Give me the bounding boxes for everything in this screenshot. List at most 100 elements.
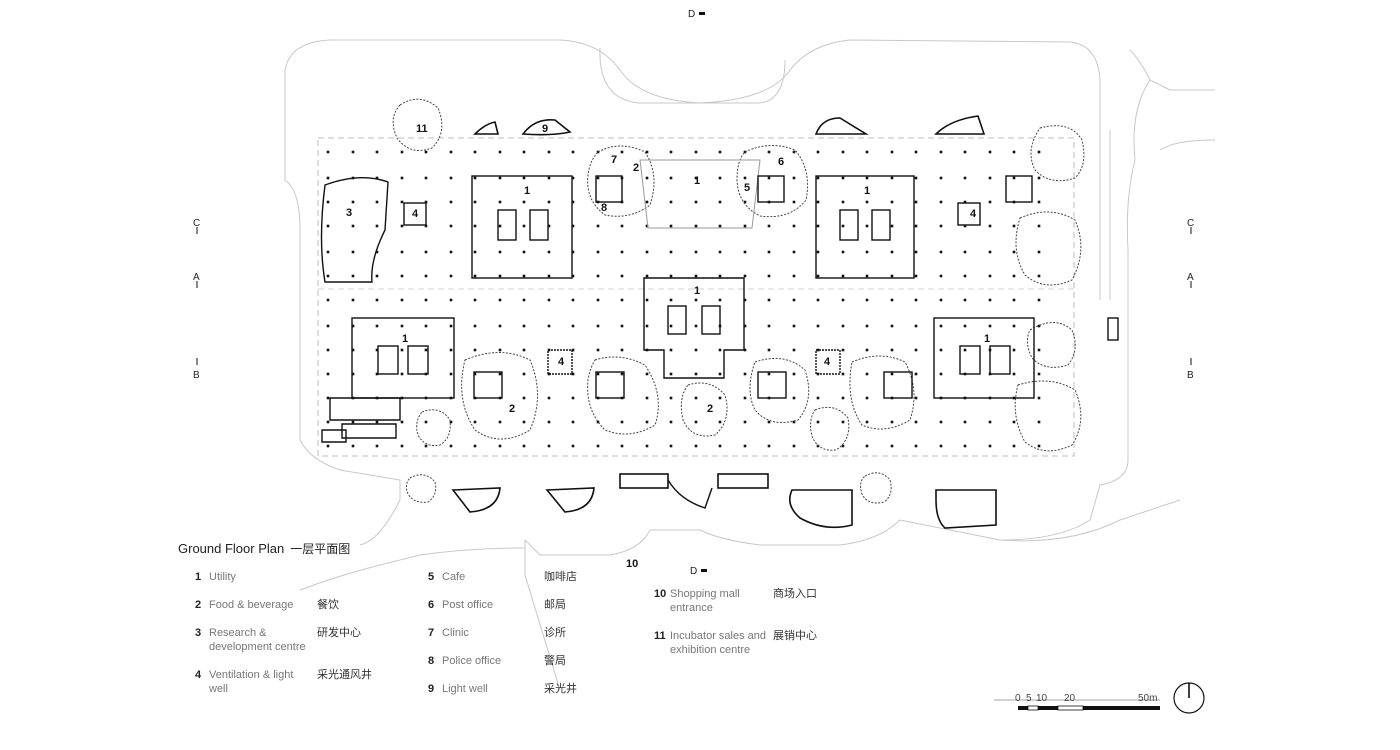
structural-column	[865, 200, 869, 204]
structural-column	[865, 444, 869, 448]
structural-column	[865, 420, 869, 424]
room-label: 1	[694, 285, 700, 297]
structural-column	[718, 298, 722, 302]
structural-column	[718, 176, 722, 180]
structural-column	[841, 176, 845, 180]
room-label: 1	[402, 333, 408, 345]
structural-column	[816, 176, 820, 180]
structural-column	[816, 200, 820, 204]
structural-column	[767, 150, 771, 154]
structural-column	[326, 444, 330, 448]
room-label: 2	[707, 403, 713, 415]
structural-column	[571, 348, 575, 352]
structural-column	[792, 176, 796, 180]
planting-area	[810, 406, 850, 451]
structural-column	[375, 224, 379, 228]
structural-column	[473, 250, 477, 254]
section-mark-d-bottom: D	[690, 566, 697, 577]
structural-column	[767, 274, 771, 278]
structural-column	[620, 324, 624, 328]
structural-column	[645, 298, 649, 302]
planting-area	[736, 145, 809, 218]
structural-column	[963, 200, 967, 204]
legend-label-cn: 展销中心	[773, 629, 817, 642]
structural-column	[865, 274, 869, 278]
structural-column	[522, 444, 526, 448]
structural-column	[865, 250, 869, 254]
structural-column	[645, 250, 649, 254]
structural-column	[473, 274, 477, 278]
room-label: 2	[633, 162, 639, 174]
structural-column	[326, 372, 330, 376]
structural-column	[792, 150, 796, 154]
structural-column	[596, 274, 600, 278]
structural-column	[326, 176, 330, 180]
structural-column	[449, 274, 453, 278]
planting-area	[392, 98, 443, 151]
structural-column	[571, 372, 575, 376]
structural-column	[694, 348, 698, 352]
structural-column	[547, 150, 551, 154]
structural-column	[449, 348, 453, 352]
structural-column	[669, 420, 673, 424]
structural-column	[351, 274, 355, 278]
legend-label-cn: 研发中心	[317, 626, 361, 639]
room-label: 4	[412, 208, 419, 220]
structural-column	[449, 420, 453, 424]
structural-column	[375, 420, 379, 424]
structural-column	[743, 444, 747, 448]
structural-column	[841, 298, 845, 302]
core	[497, 209, 517, 241]
section-arrow	[701, 569, 707, 572]
structural-column	[1037, 250, 1041, 254]
structural-column	[498, 444, 502, 448]
core	[473, 371, 503, 399]
structural-column	[522, 224, 526, 228]
scale-label: 5	[1026, 693, 1032, 704]
structural-column	[375, 200, 379, 204]
structural-column	[816, 224, 820, 228]
room-label: 1	[864, 185, 870, 197]
structural-column	[963, 444, 967, 448]
structural-column	[351, 420, 355, 424]
structural-column	[792, 372, 796, 376]
legend-label: Post office	[442, 599, 494, 611]
structural-column	[473, 176, 477, 180]
structural-column	[816, 298, 820, 302]
planting-area	[680, 382, 728, 437]
structural-column	[645, 200, 649, 204]
structural-column	[841, 348, 845, 352]
structural-column	[571, 324, 575, 328]
structural-column	[351, 150, 355, 154]
structural-columns	[326, 150, 1041, 448]
light-well	[451, 487, 501, 513]
structural-column	[718, 224, 722, 228]
structural-column	[865, 176, 869, 180]
structural-column	[1037, 396, 1041, 400]
structural-column	[988, 200, 992, 204]
structural-column	[522, 200, 526, 204]
structural-column	[424, 444, 428, 448]
structural-column	[522, 372, 526, 376]
structural-column	[1012, 444, 1016, 448]
structural-column	[743, 372, 747, 376]
structural-column	[1037, 200, 1041, 204]
structural-column	[1012, 150, 1016, 154]
legend-label: Food & beverage	[209, 599, 294, 611]
block-outline	[815, 175, 915, 279]
structural-column	[841, 396, 845, 400]
structural-column	[596, 372, 600, 376]
structural-column	[424, 176, 428, 180]
stair	[1107, 317, 1119, 341]
structural-column	[1037, 150, 1041, 154]
legend-label-cn: 采光通风井	[317, 668, 372, 681]
structural-column	[669, 298, 673, 302]
planting-area	[587, 356, 659, 435]
structural-column	[498, 176, 502, 180]
room-label: 1	[694, 175, 700, 187]
legend-label-cn: 采光井	[544, 682, 577, 695]
light-well	[814, 117, 869, 135]
structural-column	[792, 396, 796, 400]
structural-column	[645, 372, 649, 376]
structural-column	[1037, 274, 1041, 278]
